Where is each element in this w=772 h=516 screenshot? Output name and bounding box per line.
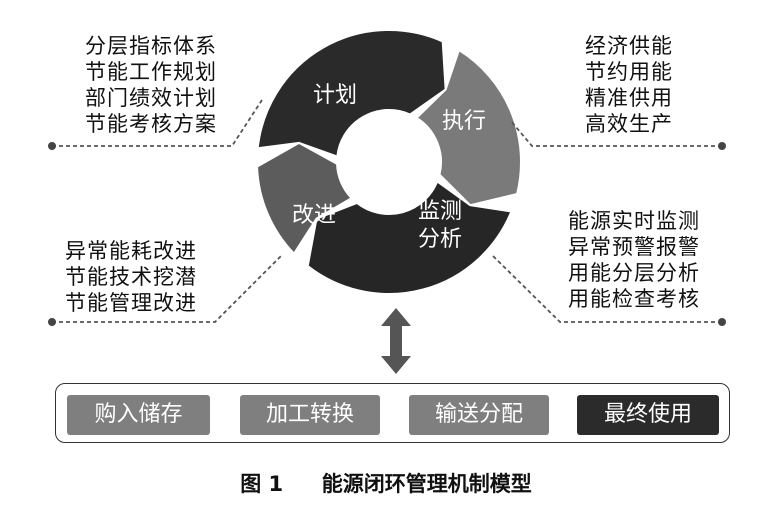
- flow-step-distribution: 输送分配: [409, 395, 549, 435]
- list-execute: 经济供能 节约用能 精准供用 高效生产: [585, 33, 673, 137]
- figure-title: 能源闭环管理机制模型: [321, 472, 532, 496]
- segment-label-improve: 改进: [292, 203, 337, 228]
- segment-execute: [414, 48, 522, 207]
- list-item: 精准供用: [585, 86, 673, 110]
- list-item: 异常预警报警: [568, 235, 700, 259]
- list-item: 分层指标体系: [85, 34, 217, 58]
- segment-label-execute: 执行: [442, 109, 487, 134]
- connector-dot: [718, 318, 726, 326]
- list-item: 部门绩效计划: [85, 86, 217, 110]
- flow-step-final-use: 最终使用: [577, 395, 719, 435]
- list-item: 节能工作规划: [85, 60, 217, 84]
- list-improve: 异常能耗改进 节能技术挖潜 节能管理改进: [65, 238, 197, 316]
- segment-plan: [256, 29, 447, 158]
- segment-label-plan: 计划: [313, 83, 358, 108]
- list-item: 节能管理改进: [65, 291, 197, 315]
- list-item: 节能技术挖潜: [65, 265, 197, 289]
- list-item: 能源实时监测: [568, 209, 700, 233]
- figure-caption: 图 1 能源闭环管理机制模型: [0, 468, 772, 498]
- flow-step-purchase: 购入储存: [67, 395, 210, 435]
- double-arrow-icon: [381, 308, 411, 374]
- segment-improve: [256, 141, 354, 256]
- list-item: 用能分层分析: [568, 261, 700, 285]
- connector-plan: [52, 99, 263, 147]
- list-monitor: 能源实时监测 异常预警报警 用能分层分析 用能检查考核: [568, 208, 700, 312]
- flow-step-conversion: 加工转换: [240, 395, 380, 435]
- list-item: 异常能耗改进: [65, 239, 197, 263]
- list-item: 经济供能: [585, 34, 673, 58]
- segment-monitor: [306, 179, 513, 295]
- list-item: 高效生产: [585, 112, 673, 136]
- segment-label-monitor: 监测 分析: [418, 199, 463, 252]
- list-item: 节约用能: [585, 60, 673, 84]
- connector-dot: [48, 318, 56, 326]
- connector-dot: [48, 142, 56, 150]
- connector-dot: [718, 142, 726, 150]
- connector-monitor: [491, 254, 722, 323]
- figure-number: 图 1: [240, 472, 284, 496]
- connector-improve: [52, 254, 283, 323]
- list-plan: 分层指标体系 节能工作规划 部门绩效计划 节能考核方案: [85, 33, 217, 137]
- connector-execute: [509, 119, 722, 147]
- list-item: 节能考核方案: [85, 112, 217, 136]
- list-item: 用能检查考核: [568, 287, 700, 311]
